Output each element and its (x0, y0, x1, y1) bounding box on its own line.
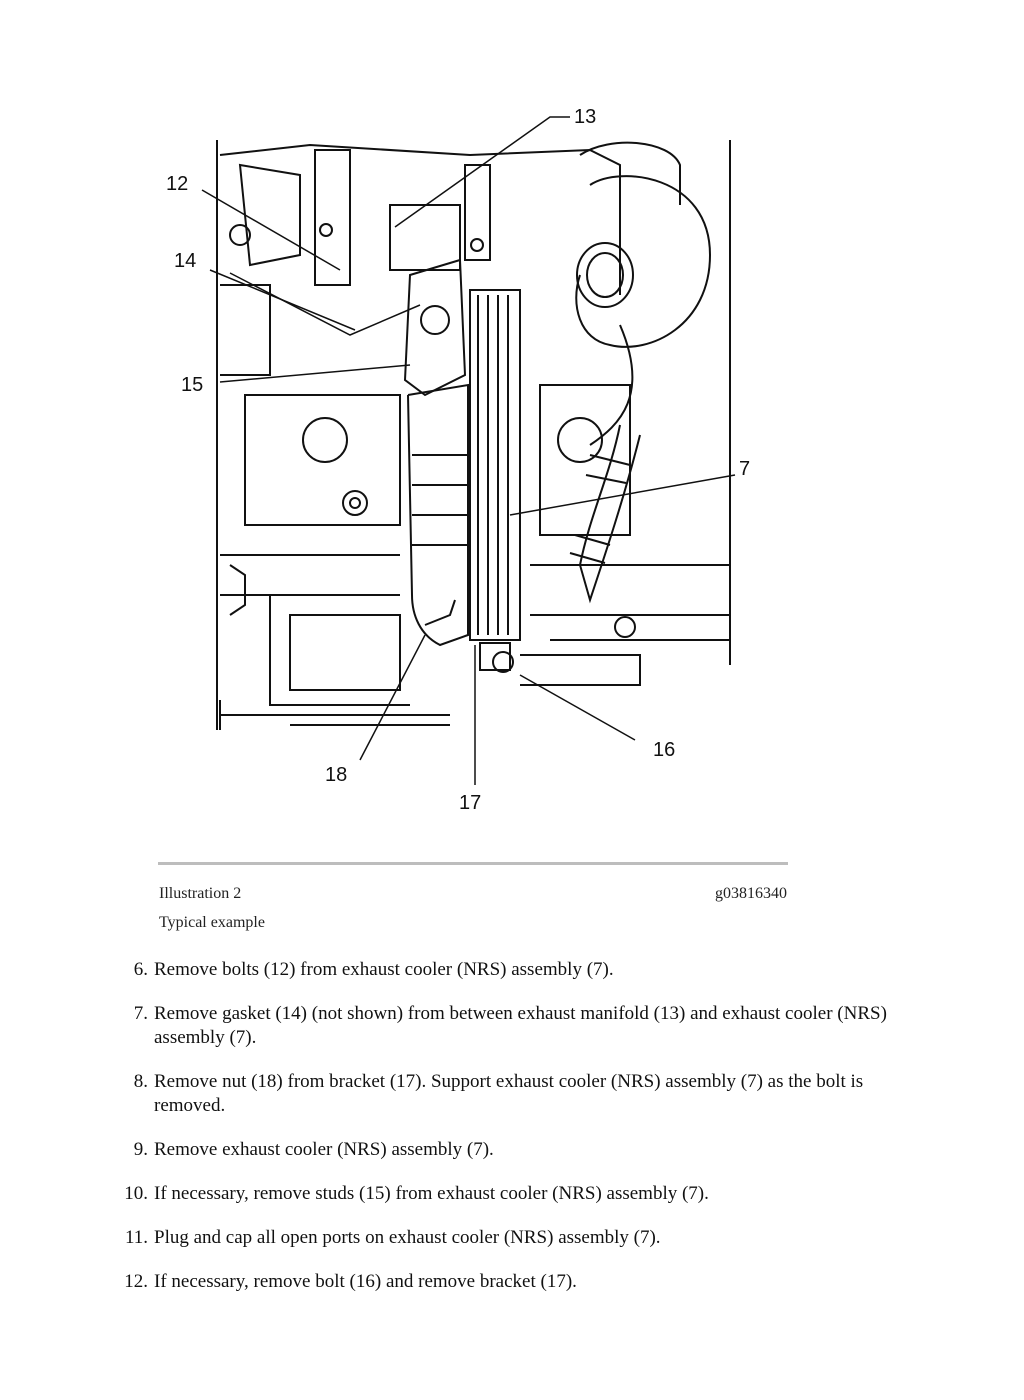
step-number: 9. (133, 1139, 148, 1160)
step-text: Remove gasket (14) (not shown) from betw… (154, 1003, 887, 1048)
list-item: 6. Remove bolts (12) from exhaust cooler… (0, 958, 1024, 982)
illustration-id: g03816340 (715, 885, 787, 902)
callout-18: 18 (325, 764, 347, 786)
step-text: If necessary, remove bolt (16) and remov… (154, 1271, 577, 1292)
step-text: Plug and cap all open ports on exhaust c… (154, 1227, 661, 1248)
list-item: 12. If necessary, remove bolt (16) and r… (0, 1270, 1024, 1294)
step-number: 7. (133, 1003, 148, 1024)
callout-12: 12 (166, 173, 188, 195)
list-item: 7. Remove gasket (14) (not shown) from b… (0, 1002, 1024, 1050)
callout-15: 15 (181, 374, 203, 396)
step-text: Remove bolts (12) from exhaust cooler (N… (154, 959, 614, 980)
callout-14: 14 (174, 250, 196, 272)
list-item: 8. Remove nut (18) from bracket (17). Su… (0, 1070, 1024, 1118)
callout-13: 13 (574, 106, 596, 128)
callout-16: 16 (653, 739, 675, 761)
illustration-label: Illustration 2 (159, 885, 242, 902)
callout-7: 7 (739, 458, 750, 480)
list-item: 10. If necessary, remove studs (15) from… (0, 1182, 1024, 1206)
callout-17: 17 (459, 792, 481, 814)
caption-divider (158, 862, 788, 865)
list-item: 11. Plug and cap all open ports on exhau… (0, 1226, 1024, 1250)
engine-illustration: 13 12 14 15 7 16 18 17 (150, 95, 790, 825)
step-number: 6. (133, 959, 148, 980)
step-text: Remove exhaust cooler (NRS) assembly (7)… (154, 1139, 494, 1160)
step-number: 10. (124, 1183, 148, 1204)
step-text: If necessary, remove studs (15) from exh… (154, 1183, 709, 1204)
list-item: 9. Remove exhaust cooler (NRS) assembly … (0, 1138, 1024, 1162)
step-text: Remove nut (18) from bracket (17). Suppo… (154, 1071, 864, 1116)
procedure-steps: 6. Remove bolts (12) from exhaust cooler… (0, 958, 1024, 1314)
step-number: 11. (124, 1227, 148, 1248)
illustration-subtitle: Typical example (159, 914, 265, 931)
step-number: 8. (133, 1071, 148, 1092)
step-number: 12. (124, 1271, 148, 1292)
